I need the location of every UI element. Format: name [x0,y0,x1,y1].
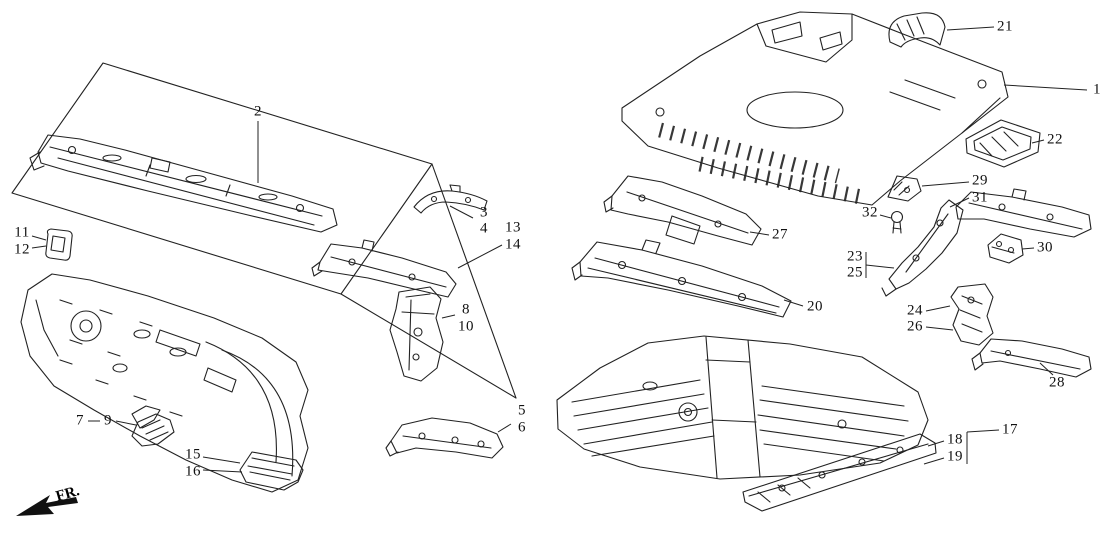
callout-16: 16 [185,463,201,480]
callout-23: 23 [847,248,863,265]
part-20-crossmember [571,239,792,318]
part-dashboard-lower [20,273,309,493]
callout-15: 15 [185,446,201,463]
callout-17: 17 [1002,421,1018,438]
callout-25: 25 [847,264,863,281]
callout-13: 13 [505,219,521,236]
part-21-bracket [888,12,946,48]
part-31-rail [955,188,1092,238]
callout-27: 27 [772,226,788,243]
callout-22: 22 [1047,131,1063,148]
part-28-sill [971,338,1092,378]
callout-14: 14 [505,236,521,253]
part-7-9-bracket [131,405,175,447]
callout-29: 29 [972,172,988,189]
callout-9: 9 [104,412,112,429]
callout-31: 31 [972,189,988,206]
callout-2: 2 [254,103,262,120]
callout-24: 24 [907,302,923,319]
callout-1: 1 [1093,81,1101,98]
callout-12: 12 [14,241,30,258]
callout-19: 19 [947,448,963,465]
callout-18: 18 [947,431,963,448]
part-2-cowl-top-panel [29,134,338,233]
part-17-front-floor [556,335,929,480]
part-23-25-rail [881,199,964,297]
part-30-block [987,233,1024,264]
callout-6: 6 [518,419,526,436]
callout-4: 4 [480,220,488,237]
callout-28: 28 [1049,374,1065,391]
part-1-rear-floor [621,11,1009,206]
callout-7: 7 [76,412,84,429]
callout-8: 8 [462,301,470,318]
part-8-10-bracket [389,286,444,382]
callout-11: 11 [14,224,30,241]
callout-20: 20 [807,298,823,315]
part-32-bolt [890,210,904,234]
fr-arrow-icon [16,495,78,516]
part-3-4-bracket [413,184,488,214]
callout-5: 5 [518,402,526,419]
callout-3: 3 [480,204,488,221]
part-27-crossmember [603,175,762,246]
part-29-bracket [887,175,922,202]
part-22-tray [965,119,1041,168]
leader-lines [31,26,1088,473]
part-11-12-bracket [45,228,73,261]
part-18-19-sill [742,433,937,512]
boundary-frame [11,62,517,399]
callout-32: 32 [862,204,878,221]
callout-26: 26 [907,318,923,335]
callout-21: 21 [997,18,1013,35]
part-15-16-grille [239,451,304,491]
callout-10: 10 [458,318,474,335]
callout-30: 30 [1037,239,1053,256]
part-13-14-rail [311,239,457,298]
part-5-6-rail [385,417,504,459]
part-24-26-bracket [950,283,994,346]
